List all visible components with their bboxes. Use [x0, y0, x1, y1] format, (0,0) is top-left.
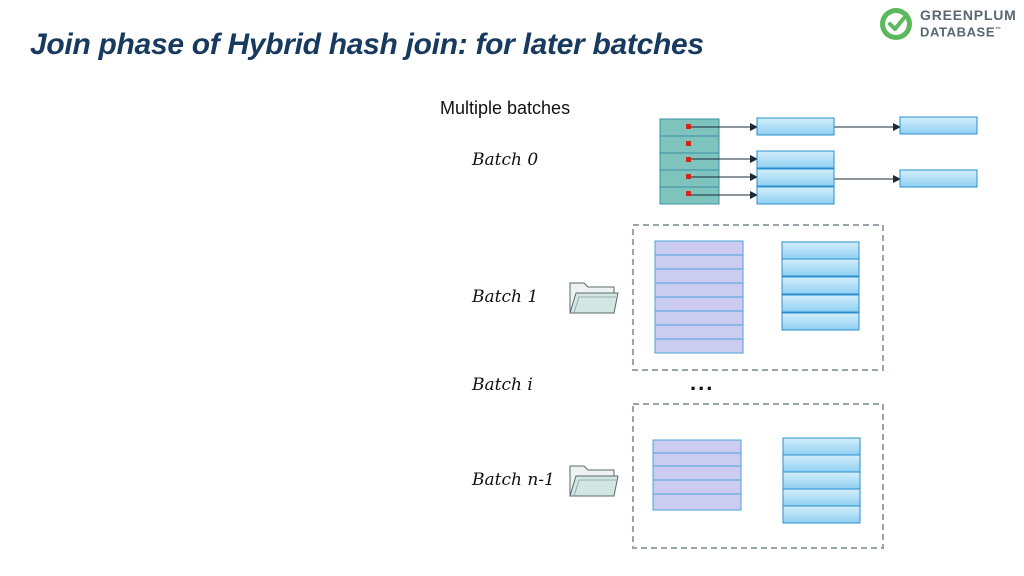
batch-1-label: Batch 1 [472, 287, 539, 307]
tuple-box [899, 169, 978, 188]
tuple-box [756, 150, 835, 169]
batch-0-label: Batch 0 [472, 150, 539, 170]
logo-line2: DATABASE™ [920, 24, 1002, 40]
tuple-box [782, 471, 861, 490]
multiple-batches-heading: Multiple batches [440, 98, 571, 118]
logo-wordmark: GREENPLUM DATABASE™ [920, 7, 1017, 40]
batch-n-1-label: Batch n-1 [472, 470, 555, 490]
folder-icon [569, 465, 619, 497]
greenplum-check-icon [880, 8, 912, 40]
bucket-pointer [686, 124, 691, 129]
batch-1-inner-file [654, 240, 744, 354]
ellipsis: ... [690, 370, 715, 395]
bucket-pointer [686, 157, 691, 162]
tuple-box [781, 276, 860, 295]
tuple-box [782, 505, 861, 524]
batch-n-1-container [632, 403, 884, 549]
tuple-box [781, 241, 860, 260]
batch-i-label: Batch i [472, 375, 533, 395]
tuple-box [782, 488, 861, 507]
batch-n-1-inner-file [652, 439, 742, 511]
batch-1-outer-tuples [781, 241, 860, 331]
bucket-pointer [686, 174, 691, 179]
page-title: Join phase of Hybrid hash join: for late… [30, 28, 704, 61]
batch-n-1-outer-tuples [782, 437, 861, 524]
tuple-box [899, 116, 978, 135]
greenplum-logo: GREENPLUM DATABASE™ [878, 4, 1018, 44]
tuple-box [782, 454, 861, 473]
tuple-box [781, 312, 860, 331]
batch-0-tuples [756, 116, 978, 205]
logo-line1: GREENPLUM [920, 7, 1017, 23]
tuple-box [756, 186, 835, 205]
tuple-box [781, 258, 860, 277]
folder-icon [569, 282, 619, 314]
batch-1-container [632, 224, 884, 371]
tuple-box [781, 294, 860, 313]
tuple-box [782, 437, 861, 456]
batch-0-pointer-arrows [691, 123, 901, 199]
bucket-pointers [686, 124, 691, 196]
tuple-box [756, 168, 835, 187]
bucket-pointer [686, 141, 691, 146]
bucket-pointer [686, 191, 691, 196]
batch-0-hash-table [659, 118, 720, 205]
tuple-box [756, 117, 835, 136]
